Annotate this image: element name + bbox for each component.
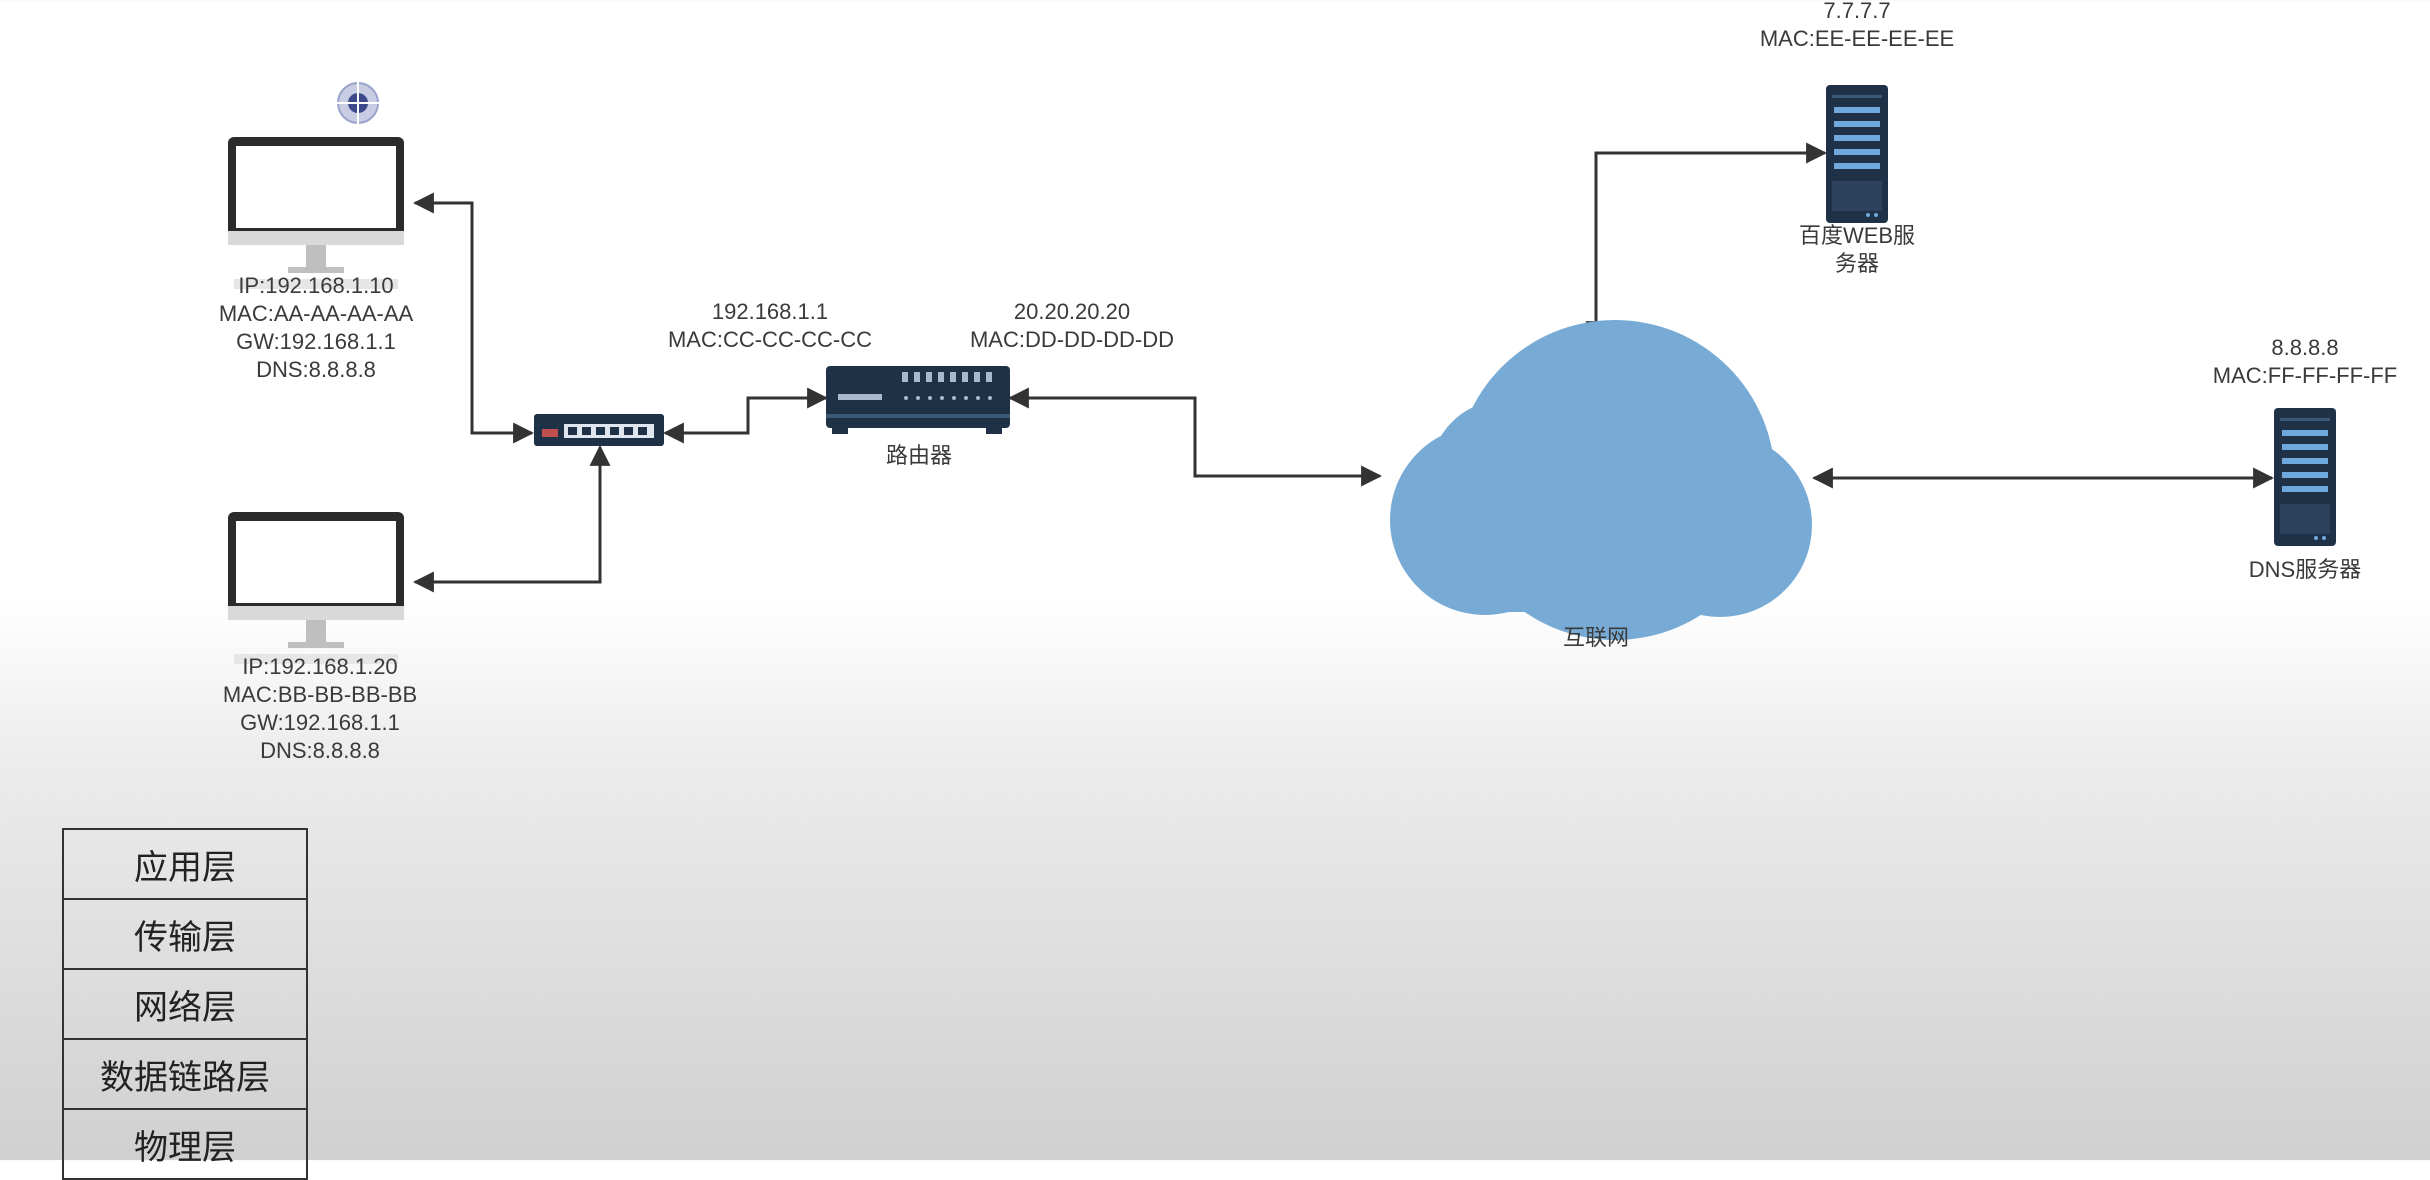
- router-wan-mac: MAC:DD-DD-DD-DD: [969, 327, 1175, 352]
- web-server-address: 7.7.7.7 MAC:EE-EE-EE-EE: [1760, 0, 1954, 53]
- router-wan-info: 20.20.20.20 MAC:DD-DD-DD-DD: [970, 298, 1174, 354]
- router-lan-ip: 192.168.1.1: [711, 299, 829, 324]
- switch-icon: [534, 414, 664, 446]
- pc2-dns: DNS:8.8.8.8: [260, 738, 380, 763]
- web-server-label-line1: 百度WEB服: [1798, 223, 1916, 248]
- dns-server-icon: [2274, 408, 2336, 546]
- layer-transport: 传输层: [64, 900, 306, 970]
- pc1-mac: MAC:AA-AA-AA-AA: [218, 301, 414, 326]
- web-server-ip: 7.7.7.7: [1823, 0, 1891, 23]
- layer-physical: 物理层: [64, 1110, 306, 1180]
- pc1-dns: DNS:8.8.8.8: [256, 357, 376, 382]
- pc2-ip: IP:192.168.1.20: [242, 654, 398, 679]
- web-server-mac: MAC:EE-EE-EE-EE: [1759, 26, 1955, 51]
- pc1-gateway: GW:192.168.1.1: [236, 329, 396, 354]
- web-server-icon: [1826, 85, 1888, 223]
- link-internet-web: [1585, 142, 1828, 343]
- layer-network: 网络层: [64, 970, 306, 1040]
- dns-server-ip: 8.8.8.8: [2271, 335, 2339, 360]
- pc1-ip: IP:192.168.1.10: [238, 273, 394, 298]
- pc2-mac: MAC:BB-BB-BB-BB: [222, 682, 418, 707]
- dns-server-mac: MAC:FF-FF-FF-FF: [2212, 363, 2398, 388]
- web-server-label-line2: 务器: [1834, 251, 1879, 276]
- internet-cloud-icon: [1390, 320, 1812, 640]
- link-pc1-switch: [412, 192, 535, 444]
- layer-application: 应用层: [64, 830, 306, 900]
- computer-1-icon: [228, 137, 404, 289]
- pc1-info: IP:192.168.1.10 MAC:AA-AA-AA-AA GW:192.1…: [219, 272, 413, 384]
- osi-layer-stack: 应用层 传输层 网络层 数据链路层 物理层: [62, 828, 308, 1180]
- router-lan-mac: MAC:CC-CC-CC-CC: [667, 327, 873, 352]
- layer-data-link: 数据链路层: [64, 1040, 306, 1110]
- dns-server-label: DNS服务器: [2248, 557, 2362, 582]
- computer-2-icon: [228, 512, 404, 664]
- web-server-name: 百度WEB服 务器: [1799, 222, 1915, 278]
- internet-label: 互联网: [1562, 625, 1630, 650]
- crosshair-icon: [334, 79, 382, 127]
- link-switch-router: [662, 387, 829, 444]
- pc2-info: IP:192.168.1.20 MAC:BB-BB-BB-BB GW:192.1…: [223, 653, 417, 765]
- router-icon: [826, 366, 1010, 434]
- router-wan-ip: 20.20.20.20: [1013, 299, 1131, 324]
- link-pc2-switch: [412, 444, 611, 593]
- router-lan-info: 192.168.1.1 MAC:CC-CC-CC-CC: [668, 298, 872, 354]
- link-router-internet: [1007, 387, 1383, 487]
- pc2-gateway: GW:192.168.1.1: [240, 710, 400, 735]
- dns-server-address: 8.8.8.8 MAC:FF-FF-FF-FF: [2213, 334, 2398, 390]
- router-label: 路由器: [885, 443, 953, 468]
